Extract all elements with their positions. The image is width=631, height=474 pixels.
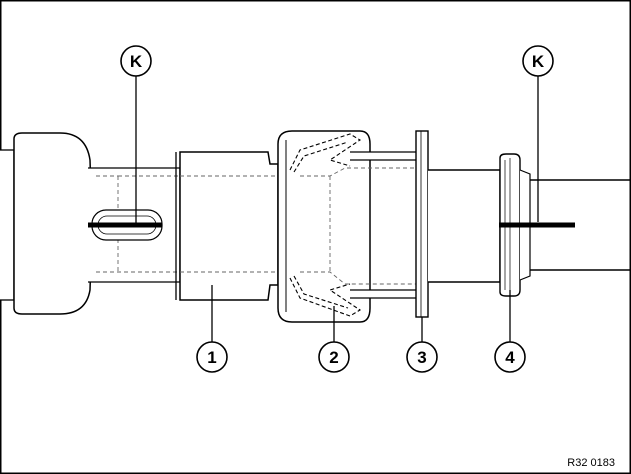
spring-clip-upper [289,133,362,173]
part-3-label: 3 [417,348,426,367]
upper-tab [350,151,421,161]
part-2-label: 2 [329,348,338,367]
coupling-housing [277,130,371,323]
right-shaft-extension [530,179,631,271]
part-4-callout: 4 [494,341,526,373]
main-tube-dashed [180,175,278,273]
k-right-label: K [532,52,545,71]
part-3-callout: 3 [406,341,438,373]
part-4-label: 4 [505,348,515,367]
part-1-callout: 1 [196,341,228,373]
main-tube [179,151,279,301]
flange-plate [415,130,429,318]
k-left-callout: K [120,45,152,77]
reference-code: R32 0183 [567,457,615,469]
right-shaft [428,169,501,283]
part-1-label: 1 [207,348,216,367]
left-shaft-stub [0,149,15,301]
k-right-callout: K [522,45,554,77]
lower-tab [350,289,421,299]
inner-tube-dashed-left [96,175,300,273]
spring-clip-lower [289,275,362,317]
part-2-callout: 2 [318,341,350,373]
k-left-label: K [130,52,143,71]
inner-taper-dashed [300,167,420,285]
left-boot [13,132,93,315]
